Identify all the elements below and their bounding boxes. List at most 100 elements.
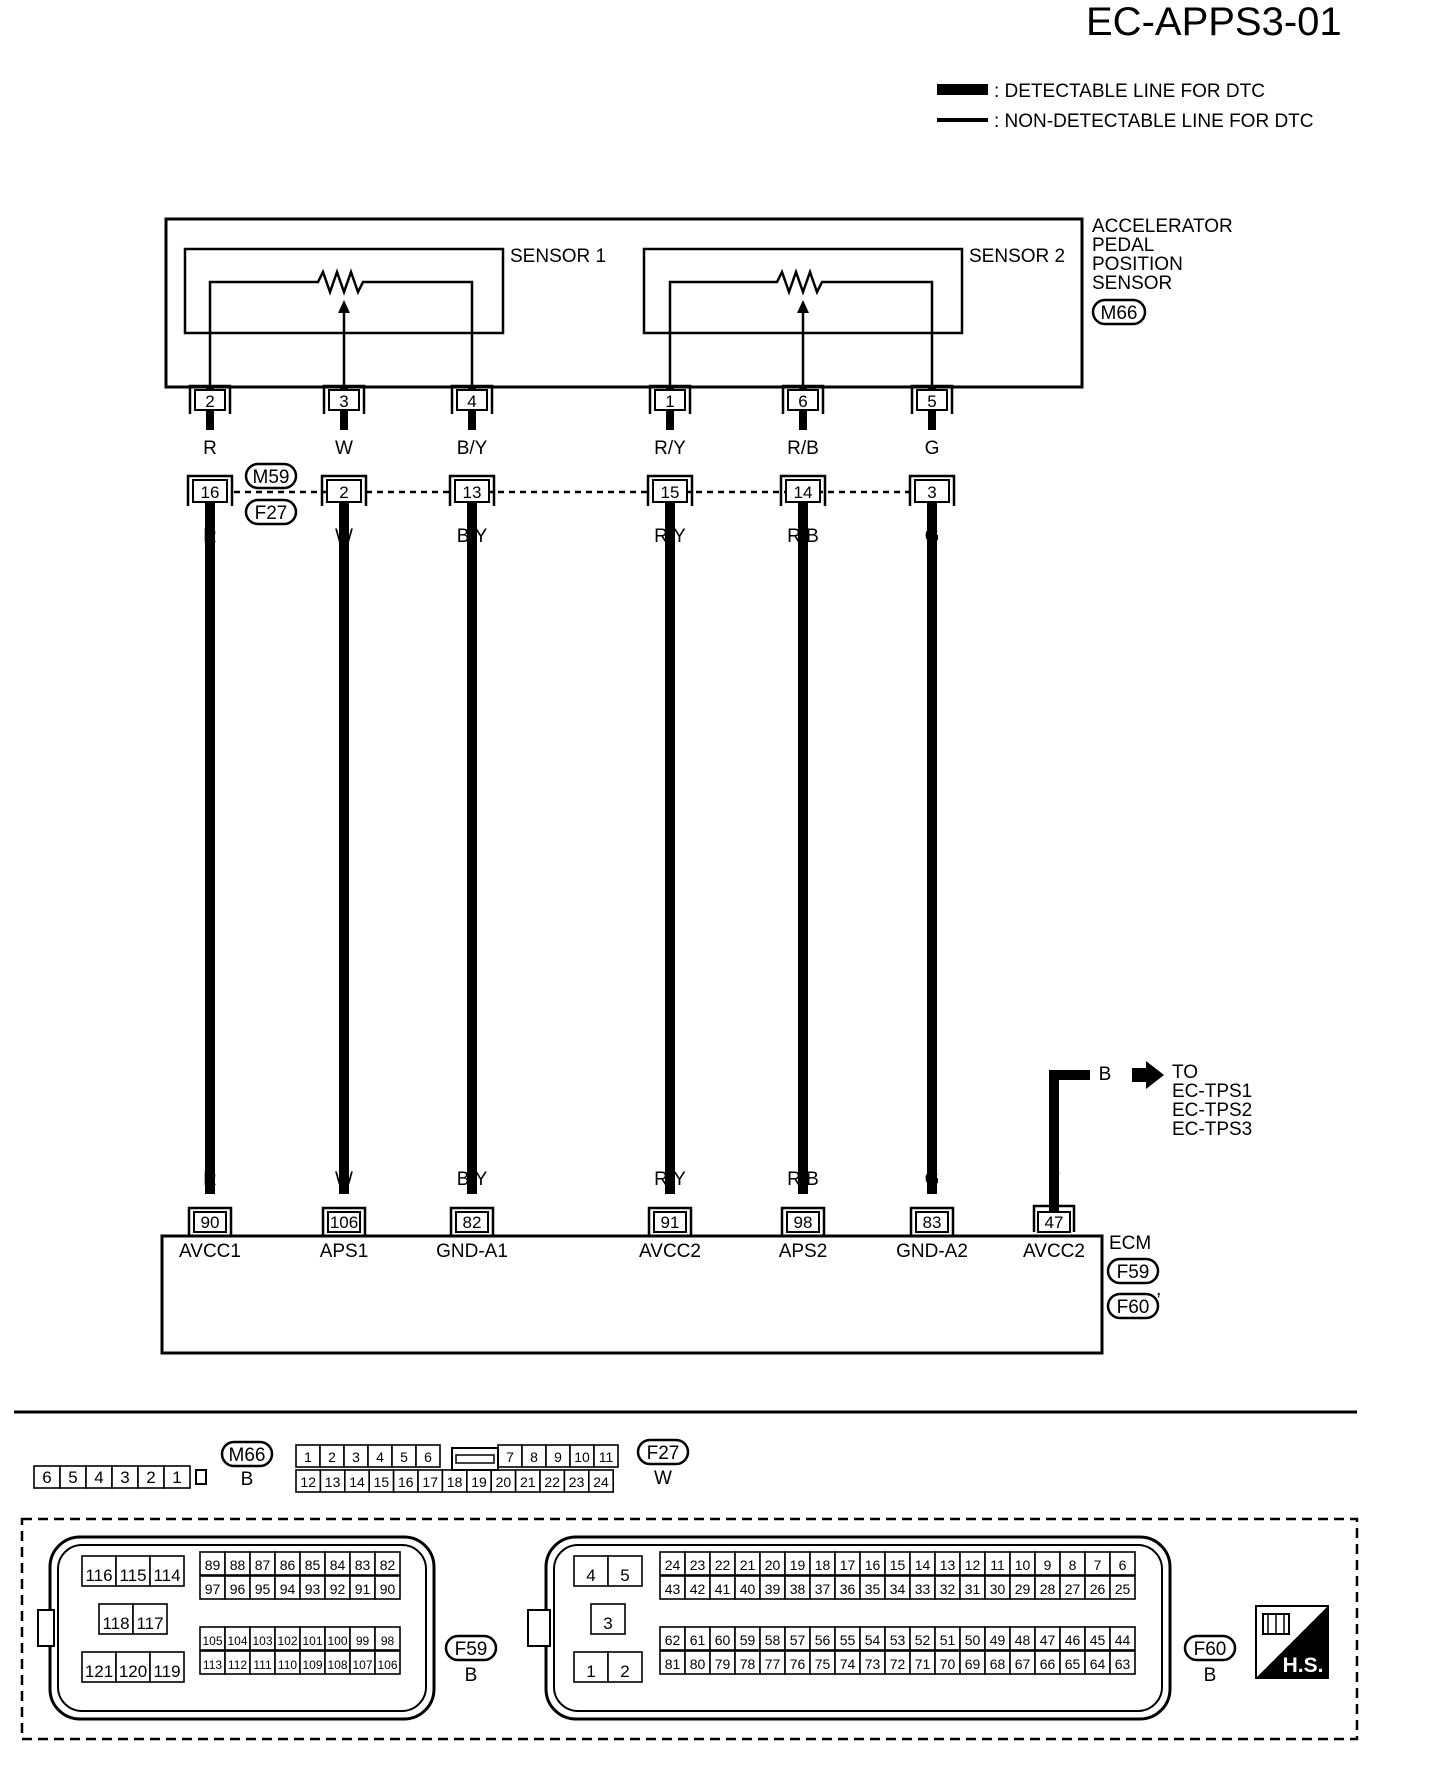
sensor-pin: 3 xyxy=(339,392,348,411)
ecm-pin: 98 xyxy=(794,1213,813,1232)
f59-pin-cell xyxy=(98,1603,134,1635)
inline-connector-pin: 3 xyxy=(927,483,936,502)
f60-pin: 5 xyxy=(620,1566,629,1585)
f60-pin: 59 xyxy=(740,1632,756,1648)
f60-pin-cell xyxy=(1109,1626,1136,1651)
f59-pin: 89 xyxy=(205,1557,221,1573)
f27-pin: 7 xyxy=(506,1449,514,1465)
f60-pin: 52 xyxy=(915,1632,931,1648)
f60-pin: 54 xyxy=(865,1632,881,1648)
f60-pin: 50 xyxy=(965,1632,981,1648)
to-line-1: TO xyxy=(1172,1062,1198,1083)
ecm-pin: 106 xyxy=(330,1213,358,1232)
f59-lock-tab xyxy=(37,1609,55,1647)
f60-pin: 75 xyxy=(815,1656,831,1672)
f60-pin: 24 xyxy=(665,1557,681,1573)
wire-color-label: G xyxy=(925,526,940,547)
ecm-label: ECM xyxy=(1109,1233,1151,1254)
f60-pin: 61 xyxy=(690,1632,706,1648)
f60-pin: 17 xyxy=(840,1557,856,1573)
f59-pin: 97 xyxy=(205,1581,221,1597)
wire-color-label: B/Y xyxy=(457,1169,488,1190)
f60-pin: 68 xyxy=(990,1656,1006,1672)
f59-pin: 96 xyxy=(230,1581,246,1597)
f59-pin: 105 xyxy=(202,1634,222,1648)
f60-pin: 70 xyxy=(940,1656,956,1672)
accelerator-pedal-position-sensor: SENSOR 1 SENSOR 2 ACCELERATOR PEDAL POSI… xyxy=(164,216,1233,389)
f60-pin: 7 xyxy=(1094,1557,1102,1573)
f60-pin: 4 xyxy=(586,1566,595,1585)
f60-pin-cell xyxy=(1109,1575,1136,1600)
f27-pin: 17 xyxy=(422,1474,438,1490)
wire-color-label: W xyxy=(335,438,353,459)
f60-pin: 44 xyxy=(1115,1632,1131,1648)
ecm-terminal-label: GND-A2 xyxy=(896,1241,968,1262)
f60-pin-cell xyxy=(573,1651,609,1683)
f60-pin: 64 xyxy=(1090,1656,1106,1672)
m66-view-color: B xyxy=(241,1469,254,1490)
f59-pin: 121 xyxy=(85,1662,113,1681)
sensor-1-block: SENSOR 1 xyxy=(183,246,606,387)
f60-pin: 66 xyxy=(1040,1656,1056,1672)
f60-pin-cell xyxy=(1109,1551,1136,1576)
f59-pin: 92 xyxy=(330,1581,346,1597)
wire-runs: 2RRR1690AVCC13WWW2106APS14B/YB/YB/Y1382G… xyxy=(179,384,968,1262)
f60-pin: 63 xyxy=(1115,1656,1131,1672)
f27-pin: 21 xyxy=(520,1474,536,1490)
f27-pin: 13 xyxy=(325,1474,341,1490)
f60-pin: 37 xyxy=(815,1581,831,1597)
f60-pin: 53 xyxy=(890,1632,906,1648)
extra-wire-ecm-pin: 47 xyxy=(1045,1213,1064,1232)
wire-color-label: G xyxy=(925,1169,940,1190)
wire-color-label: R xyxy=(203,1169,217,1190)
f27-pin: 15 xyxy=(374,1474,390,1490)
inline-connector-pin: 15 xyxy=(661,483,680,502)
f60-pin: 46 xyxy=(1065,1632,1081,1648)
f27-pin: 6 xyxy=(424,1449,432,1465)
f60-pin: 71 xyxy=(915,1656,931,1672)
f60-pin: 11 xyxy=(990,1557,1005,1573)
f59-pin: 109 xyxy=(302,1658,322,1672)
sensor-connector-id: M66 xyxy=(1101,303,1138,324)
m66-pin: 4 xyxy=(94,1468,103,1487)
f59-pin: 117 xyxy=(136,1614,163,1633)
f60-pin: 27 xyxy=(1065,1581,1081,1597)
f59-pin: 120 xyxy=(119,1662,147,1681)
f59-pin: 95 xyxy=(255,1581,271,1597)
f59-pin-cell xyxy=(132,1603,168,1635)
ecm-pin: 91 xyxy=(661,1213,680,1232)
f60-lock-tab xyxy=(527,1609,551,1647)
f60-pin: 39 xyxy=(765,1581,781,1597)
wire-color-label: R/B xyxy=(787,1169,819,1190)
f59-pin: 91 xyxy=(355,1581,371,1597)
f27-pin-cell xyxy=(593,1444,619,1468)
f60-pin: 74 xyxy=(840,1656,856,1672)
f60-pin: 36 xyxy=(840,1581,856,1597)
f59-pin: 86 xyxy=(280,1557,296,1573)
f60-view-color: B xyxy=(1204,1665,1217,1686)
wire-color-label: R xyxy=(203,526,217,547)
f60-pin: 21 xyxy=(740,1557,756,1573)
f59-pin: 98 xyxy=(381,1634,395,1648)
f60-pin: 33 xyxy=(915,1581,931,1597)
to-arrow-icon xyxy=(1132,1061,1164,1089)
f27-pin: 20 xyxy=(496,1474,512,1490)
f59-pin: 104 xyxy=(227,1634,247,1648)
f59-pin: 100 xyxy=(327,1634,347,1648)
m66-pin: 6 xyxy=(42,1468,51,1487)
f27-view-color: W xyxy=(654,1468,672,1489)
f59-view-color: B xyxy=(465,1665,478,1686)
f60-pin: 67 xyxy=(1015,1656,1031,1672)
f60-pin: 76 xyxy=(790,1656,806,1672)
sensor-2-block: SENSOR 2 xyxy=(642,246,1065,387)
f59-pin: 112 xyxy=(228,1658,247,1672)
sensor-pin: 6 xyxy=(798,392,807,411)
f59-pin: 93 xyxy=(305,1581,321,1597)
wire-color-label: W xyxy=(335,526,353,547)
f60-pin: 3 xyxy=(603,1614,612,1633)
ecm-unit: ECM F59 , F60 xyxy=(160,1233,1161,1355)
